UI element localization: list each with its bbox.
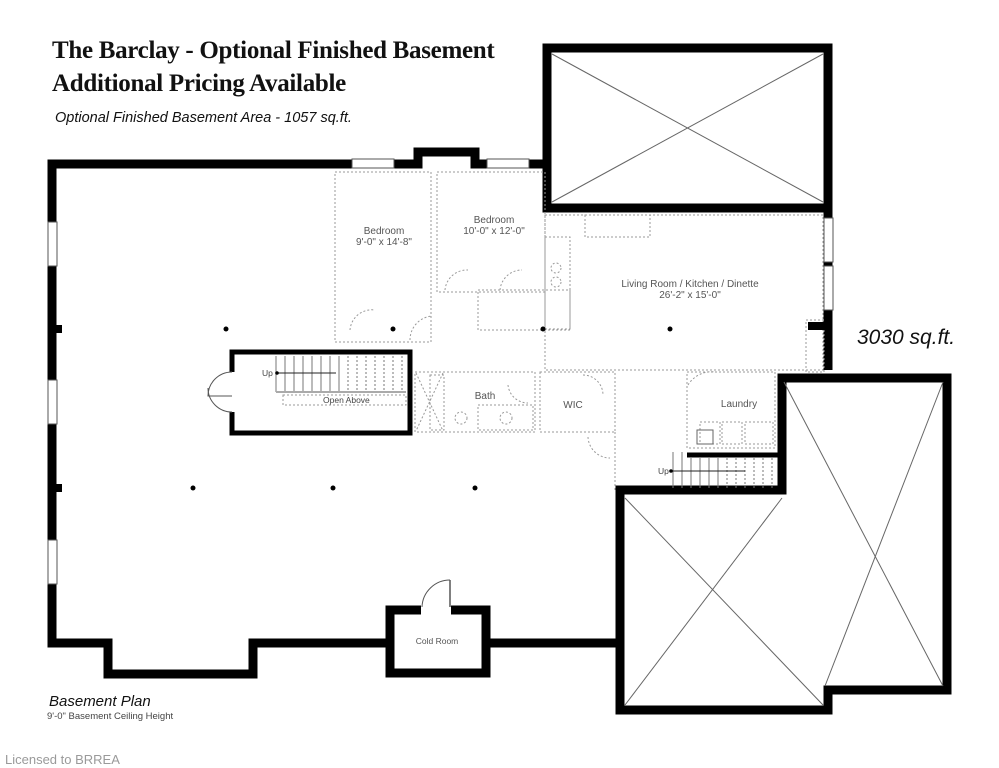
laundry-tub [696, 429, 714, 445]
secondary-stair [669, 452, 782, 488]
plan-title: The Barclay - Optional Finished Basement [52, 37, 495, 64]
room-cold-room: Cold Room [416, 636, 459, 647]
plan-label: Basement Plan [49, 693, 151, 710]
stair-up-label: Up [262, 368, 273, 378]
support-posts [190, 326, 673, 491]
room-name: Laundry [720, 399, 758, 410]
room-bath: Bath [475, 391, 496, 402]
cold-room-door [421, 579, 451, 616]
room-name: Bedroom [363, 226, 405, 237]
exterior-walls [47, 147, 833, 679]
windows [47, 158, 834, 585]
shower [415, 372, 444, 432]
license-watermark: Licensed to BRREA [5, 752, 120, 767]
room-dimensions: 9'-0" x 14'-8" [356, 237, 412, 248]
room-name: WIC [563, 400, 583, 411]
interior-partitions [334, 171, 825, 492]
room-name: Bedroom [473, 215, 515, 226]
room-name: Living Room / Kitchen / Dinette [621, 279, 759, 290]
room-bedroom-1: Bedroom 9'-0" x 14'-8" [356, 226, 412, 248]
room-name: Bath [474, 391, 496, 402]
wall-stubs [52, 322, 828, 492]
finished-area-note: Optional Finished Basement Area - 1057 s… [55, 110, 352, 126]
unexcavated-area-bottom [615, 373, 952, 715]
room-dimensions: 26'-2" x 15'-0" [659, 290, 721, 301]
open-above-label: Open Above [323, 395, 370, 405]
room-name: Cold Room [415, 636, 459, 646]
room-laundry: Laundry [721, 399, 757, 410]
pricing-note: Additional Pricing Available [52, 70, 346, 97]
unexcavated-area-top [542, 43, 833, 213]
main-stairwell [207, 349, 413, 436]
room-wic: WIC [563, 400, 582, 411]
secondary-stair-up-label: Up [658, 466, 669, 476]
total-area: 3030 sq.ft. [857, 326, 956, 349]
room-living-kitchen-dinette: Living Room / Kitchen / Dinette 26'-2" x… [621, 279, 758, 301]
fixtures [454, 262, 562, 425]
room-bedroom-2: Bedroom 10'-0" x 12'-0" [463, 215, 525, 237]
ceiling-height-note: 9'-0" Basement Ceiling Height [47, 711, 174, 722]
room-dimensions: 10'-0" x 12'-0" [463, 226, 525, 237]
